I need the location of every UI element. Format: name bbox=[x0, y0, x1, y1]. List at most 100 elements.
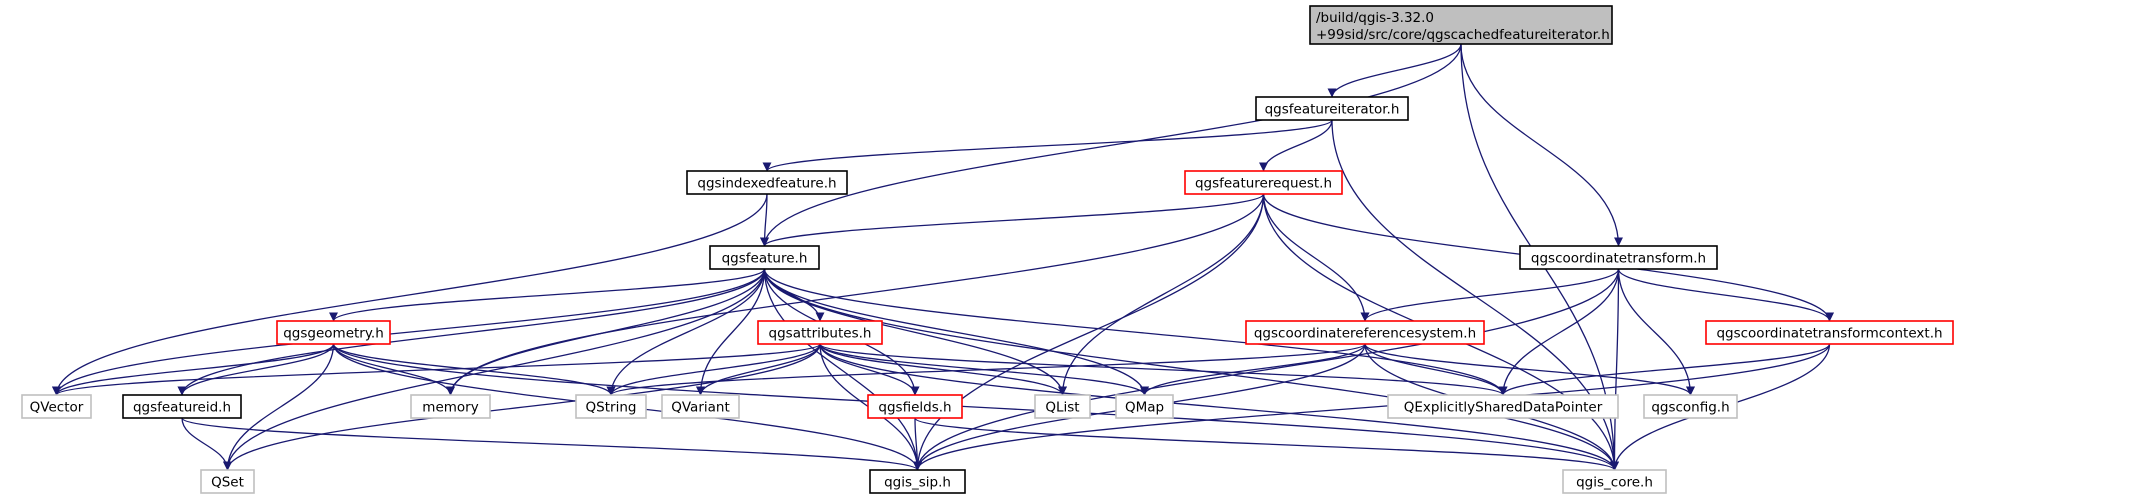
node-QVector[interactable]: QVector bbox=[21, 394, 92, 419]
edge-qgsfeaturerequest-to-QList bbox=[1058, 193, 1265, 396]
node-label: qgscoordinatereferencesystem.h bbox=[1254, 326, 1476, 342]
node-label: memory bbox=[422, 400, 478, 416]
node-box bbox=[686, 170, 848, 195]
node-box bbox=[869, 469, 966, 494]
edge-qgscoordinatetransform-to-qgsconfig bbox=[1617, 268, 1695, 396]
node-label: QVariant bbox=[671, 400, 730, 416]
edge-qgsgeometry-to-memory bbox=[332, 343, 455, 396]
node-label: qgsconfig.h bbox=[1651, 400, 1729, 416]
node-qgsfeatureid[interactable]: qgsfeatureid.h bbox=[122, 394, 242, 419]
edge-qgsfeaturerequest-to-qgscoordinatereferencesystem bbox=[1262, 193, 1370, 322]
edge-qgsfeature-to-memory bbox=[446, 268, 766, 396]
node-QString[interactable]: QString bbox=[575, 394, 647, 419]
node-box bbox=[1562, 469, 1667, 494]
node-box bbox=[1115, 394, 1174, 419]
node-QVariant[interactable]: QVariant bbox=[661, 394, 740, 419]
edge-qgscoordinatetransform-to-qgis_sip bbox=[913, 268, 1620, 471]
node-label: qgsfields.h bbox=[878, 400, 951, 416]
edge-qgsindexedfeature-to-QVector bbox=[52, 193, 768, 396]
node-label: qgsgeometry.h bbox=[283, 326, 384, 342]
node-label: qgis_sip.h bbox=[884, 475, 951, 491]
node-qgsconfig[interactable]: qgsconfig.h bbox=[1643, 394, 1738, 419]
node-box bbox=[709, 245, 820, 270]
edge-qgscoordinatereferencesystem-to-QString bbox=[606, 343, 1366, 396]
edge-qgsfeature-to-qgis_core bbox=[763, 268, 1619, 471]
edge-qgscoordinatetransform-to-QExplicitlySharedDataPointer bbox=[1498, 268, 1620, 396]
edge-qgscoordinatetransform-to-qgis_core bbox=[1610, 268, 1620, 471]
edge-root-to-qgscoordinatetransform bbox=[1460, 43, 1623, 247]
node-label: qgsindexedfeature.h bbox=[697, 176, 836, 192]
node-box bbox=[575, 394, 647, 419]
node-box bbox=[1034, 394, 1091, 419]
node-root[interactable]: /build/qgis-3.32.0+99sid/src/core/qgscac… bbox=[1309, 5, 1613, 45]
node-label: QSet bbox=[211, 475, 244, 491]
node-qgscoordinatetransform[interactable]: qgscoordinatetransform.h bbox=[1519, 245, 1718, 270]
node-qgsgeometry[interactable]: qgsgeometry.h bbox=[276, 320, 391, 345]
node-qgscoordinatereferencesystem[interactable]: qgscoordinatereferencesystem.h bbox=[1245, 320, 1485, 345]
edge-qgscoordinatereferencesystem-to-QExplicitlySharedDataPointer bbox=[1364, 343, 1508, 396]
edge-qgsfeaturerequest-to-qgis_sip bbox=[913, 193, 1265, 471]
node-box bbox=[410, 394, 491, 419]
edge-qgsfeature-to-qgsfeatureid bbox=[177, 268, 766, 396]
node-label: /build/qgis-3.32.0 bbox=[1316, 10, 1434, 26]
node-QSet[interactable]: QSet bbox=[200, 469, 255, 494]
node-box bbox=[1519, 245, 1718, 270]
edge-qgsfeature-to-qgsgeometry bbox=[329, 268, 766, 322]
node-qgis_core[interactable]: qgis_core.h bbox=[1562, 469, 1667, 494]
nodes: /build/qgis-3.32.0+99sid/src/core/qgscac… bbox=[21, 5, 1954, 494]
node-label: qgsfeatureiterator.h bbox=[1265, 102, 1400, 118]
edge-qgsattributes-to-QString bbox=[606, 343, 821, 396]
node-qgsattributes[interactable]: qgsattributes.h bbox=[757, 320, 883, 345]
edge-qgsattributes-to-QList bbox=[819, 343, 1067, 396]
node-QList[interactable]: QList bbox=[1034, 394, 1091, 419]
edge-qgsfeatureiterator-to-qgsindexedfeature bbox=[762, 119, 1333, 172]
edge-root-to-qgsfeature bbox=[760, 43, 1462, 247]
edge-qgsfeatureiterator-to-qgsfeaturerequest bbox=[1259, 119, 1333, 172]
edge-qgsgeometry-to-qgis_core bbox=[332, 343, 1619, 471]
node-memory[interactable]: memory bbox=[410, 394, 491, 419]
node-box bbox=[1387, 394, 1619, 419]
node-qgsfeaturerequest[interactable]: qgsfeaturerequest.h bbox=[1184, 170, 1343, 195]
node-box bbox=[1255, 96, 1409, 121]
node-box bbox=[867, 394, 963, 419]
node-qgsfeature[interactable]: qgsfeature.h bbox=[709, 245, 820, 270]
edge-qgsfeature-to-qgis_sip bbox=[763, 268, 922, 471]
node-QExplicitlySharedDataPointer[interactable]: QExplicitlySharedDataPointer bbox=[1387, 394, 1619, 419]
node-label: +99sid/src/core/qgscachedfeatureiterator… bbox=[1316, 27, 1610, 43]
edge-qgsgeometry-to-QString bbox=[332, 343, 616, 396]
node-box bbox=[757, 320, 883, 345]
node-qgsindexedfeature[interactable]: qgsindexedfeature.h bbox=[686, 170, 848, 195]
edge-qgsattributes-to-QVector bbox=[52, 343, 821, 396]
edge-qgsattributes-to-QExplicitlySharedDataPointer bbox=[819, 343, 1508, 396]
node-box bbox=[200, 469, 255, 494]
node-label: qgsfeaturerequest.h bbox=[1195, 176, 1332, 192]
node-qgscoordinatetransformcontext[interactable]: qgscoordinatetransformcontext.h bbox=[1705, 320, 1954, 345]
edges bbox=[52, 43, 1834, 471]
node-label: QExplicitlySharedDataPointer bbox=[1404, 400, 1603, 416]
node-label: qgscoordinatetransform.h bbox=[1531, 251, 1706, 267]
node-qgsfeatureiterator[interactable]: qgsfeatureiterator.h bbox=[1255, 96, 1409, 121]
node-box bbox=[122, 394, 242, 419]
edge-qgsfields-to-qgis_core bbox=[914, 417, 1619, 471]
node-box bbox=[21, 394, 92, 419]
edge-qgsfeature-to-QVector bbox=[52, 268, 766, 396]
edge-qgscoordinatetransformcontext-to-qgis_sip bbox=[913, 343, 1831, 471]
edge-qgsfeatureid-to-qgis_sip bbox=[181, 417, 922, 471]
edge-qgscoordinatetransformcontext-to-QExplicitlySharedDataPointer bbox=[1498, 343, 1831, 396]
node-label: QList bbox=[1045, 400, 1079, 416]
node-label: QVector bbox=[30, 400, 84, 416]
edge-qgsfeatureid-to-QSet bbox=[181, 417, 232, 471]
node-qgsfields[interactable]: qgsfields.h bbox=[867, 394, 963, 419]
edge-qgscoordinatetransform-to-qgscoordinatetransformcontext bbox=[1617, 268, 1834, 322]
node-label: qgsfeatureid.h bbox=[133, 400, 231, 416]
edge-qgscoordinatereferencesystem-to-QMap bbox=[1140, 343, 1366, 396]
edge-qgsfeature-to-QVariant bbox=[696, 268, 766, 396]
node-box bbox=[1245, 320, 1485, 345]
edge-qgsgeometry-to-QVector bbox=[52, 343, 335, 396]
edge-qgsgeometry-to-QSet bbox=[223, 343, 335, 471]
node-qgis_sip[interactable]: qgis_sip.h bbox=[869, 469, 966, 494]
node-box bbox=[1184, 170, 1343, 195]
node-QMap[interactable]: QMap bbox=[1115, 394, 1174, 419]
node-box bbox=[661, 394, 740, 419]
